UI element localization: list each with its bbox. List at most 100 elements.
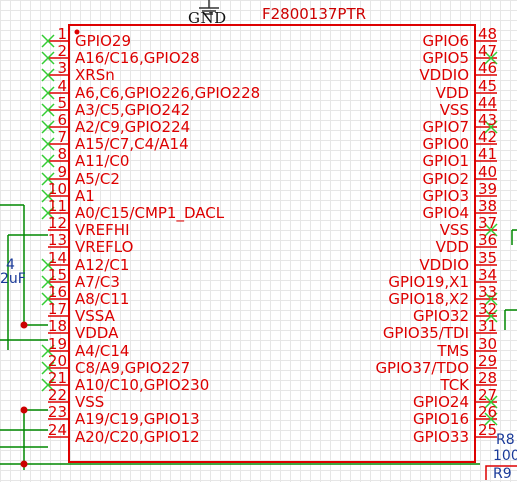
pin-name-16: A8/C11 <box>75 290 130 308</box>
pin-name-7: A15/C7,C4/A14 <box>75 135 189 153</box>
no-connect-pin-47[interactable] <box>484 51 498 65</box>
pin-number-10: 10 <box>47 180 67 198</box>
pin-number-34: 34 <box>478 266 498 284</box>
right-wires <box>504 229 517 330</box>
pin-number-18: 18 <box>47 317 67 335</box>
pin-number-11: 11 <box>47 197 67 215</box>
pin-number-31: 31 <box>478 317 498 335</box>
pin-number-36: 36 <box>478 231 498 249</box>
pin-name-6: A2/C9,GPIO224 <box>75 118 191 136</box>
no-connect-pin-5[interactable] <box>41 103 55 117</box>
resistor-r9-partial[interactable] <box>485 465 517 480</box>
pin-name-44: VSS <box>439 101 469 119</box>
pin-leads <box>41 34 498 438</box>
no-connect-pin-9[interactable] <box>41 172 55 186</box>
pin-number-25: 25 <box>478 421 498 439</box>
pin-name-36: VDD <box>435 238 469 256</box>
no-connect-pin-6[interactable] <box>41 120 55 134</box>
pin-name-9: A5/C2 <box>75 170 120 188</box>
pin-name-27: GPIO24 <box>413 393 469 411</box>
pin-name-38: GPIO4 <box>422 204 469 222</box>
pin-number-38: 38 <box>478 197 498 215</box>
pin-name-3: XRSn <box>75 66 115 84</box>
pin-name-10: A1 <box>75 187 95 205</box>
pin-name-15: A7/C3 <box>75 273 120 291</box>
no-connect-pin-33[interactable] <box>484 292 498 306</box>
pin-number-39: 39 <box>478 180 498 198</box>
pin-number-8: 8 <box>57 145 67 163</box>
pin-number-21: 21 <box>47 369 67 387</box>
no-connect-pin-27[interactable] <box>484 395 498 409</box>
no-connect-pin-1[interactable] <box>41 34 55 48</box>
no-connect-pin-15[interactable] <box>41 275 55 289</box>
pin-number-27: 27 <box>478 386 498 404</box>
pin1-marker <box>74 29 80 35</box>
pin-number-43: 43 <box>478 111 498 129</box>
pin-name-25: GPIO33 <box>413 428 469 446</box>
part-name-label: F2800137PTR <box>262 5 367 23</box>
no-connect-pin-19[interactable] <box>41 344 55 358</box>
no-connect-pin-16[interactable] <box>41 292 55 306</box>
pin-name-13: VREFLO <box>75 238 134 256</box>
no-connect-pin-43[interactable] <box>484 120 498 134</box>
pin-name-29: GPIO37/TDO <box>375 359 469 377</box>
pin-name-22: VSS <box>75 393 105 411</box>
pin-number-2: 2 <box>57 42 67 60</box>
pin-name-31: GPIO35/TDI <box>382 324 469 342</box>
ic-body[interactable] <box>68 24 476 463</box>
resistor-r9-ref-partial: R9 <box>493 466 512 482</box>
no-connect-pin-20[interactable] <box>41 361 55 375</box>
pin-name-18: VDDA <box>75 324 119 342</box>
pin-number-6: 6 <box>57 111 67 129</box>
pin-name-19: A4/C14 <box>75 342 130 360</box>
pin-name-11: A0/C15/CMP1_DACL <box>75 204 225 222</box>
ground-symbol[interactable] <box>199 0 219 15</box>
pin-name-30: TMS <box>437 342 469 360</box>
pin-name-41: GPIO1 <box>422 152 469 170</box>
pin-number-37: 37 <box>478 214 498 232</box>
pin-number-23: 23 <box>47 403 67 421</box>
pin-name-32: GPIO32 <box>413 307 469 325</box>
pin-name-21: A10/C10,GPIO230 <box>75 376 210 394</box>
capacitor-value-partial: 2uF <box>0 271 26 287</box>
pin-number-4: 4 <box>57 77 67 95</box>
pin-number-5: 5 <box>57 94 67 112</box>
pin-name-17: VSSA <box>75 307 115 325</box>
pin-number-20: 20 <box>47 352 67 370</box>
pin-name-4: A6,C6,GPIO226,GPIO228 <box>75 84 261 102</box>
no-connect-pin-10[interactable] <box>41 189 55 203</box>
pin-name-35: VDDIO <box>419 256 469 274</box>
no-connect-pin-21[interactable] <box>41 378 55 392</box>
no-connect-pin-14[interactable] <box>41 258 55 272</box>
no-connect-pin-8[interactable] <box>41 154 55 168</box>
no-connect-pin-2[interactable] <box>41 51 55 65</box>
pin-number-3: 3 <box>57 59 67 77</box>
pin-number-22: 22 <box>47 386 67 404</box>
no-connect-pin-11[interactable] <box>41 206 55 220</box>
no-connect-pin-4[interactable] <box>41 86 55 100</box>
no-connect-pin-26[interactable] <box>484 412 498 426</box>
pin-number-41: 41 <box>478 145 498 163</box>
capacitor-ref-partial: 4 <box>6 257 15 273</box>
pin-name-28: TCK <box>440 376 469 394</box>
no-connect-pin-37[interactable] <box>484 223 498 237</box>
pin-name-42: GPIO0 <box>422 135 469 153</box>
pin-name-33: GPIO18,X2 <box>388 290 469 308</box>
pin-name-8: A11/C0 <box>75 152 130 170</box>
pin-number-26: 26 <box>478 403 498 421</box>
no-connect-pin-7[interactable] <box>41 137 55 151</box>
pin-name-43: GPIO7 <box>422 118 469 136</box>
pin-number-40: 40 <box>478 163 498 181</box>
pin-number-1: 1 <box>57 25 67 43</box>
resistor-ref-label: R8 <box>496 432 515 448</box>
no-connect-pin-3[interactable] <box>41 68 55 82</box>
pin-number-17: 17 <box>47 300 67 318</box>
junctions <box>20 321 28 468</box>
pin-number-15: 15 <box>47 266 67 284</box>
pin-number-7: 7 <box>57 128 67 146</box>
pin-name-23: A19/C19,GPIO13 <box>75 410 200 428</box>
no-connect-pin-32[interactable] <box>484 309 498 323</box>
pin-number-9: 9 <box>57 163 67 181</box>
